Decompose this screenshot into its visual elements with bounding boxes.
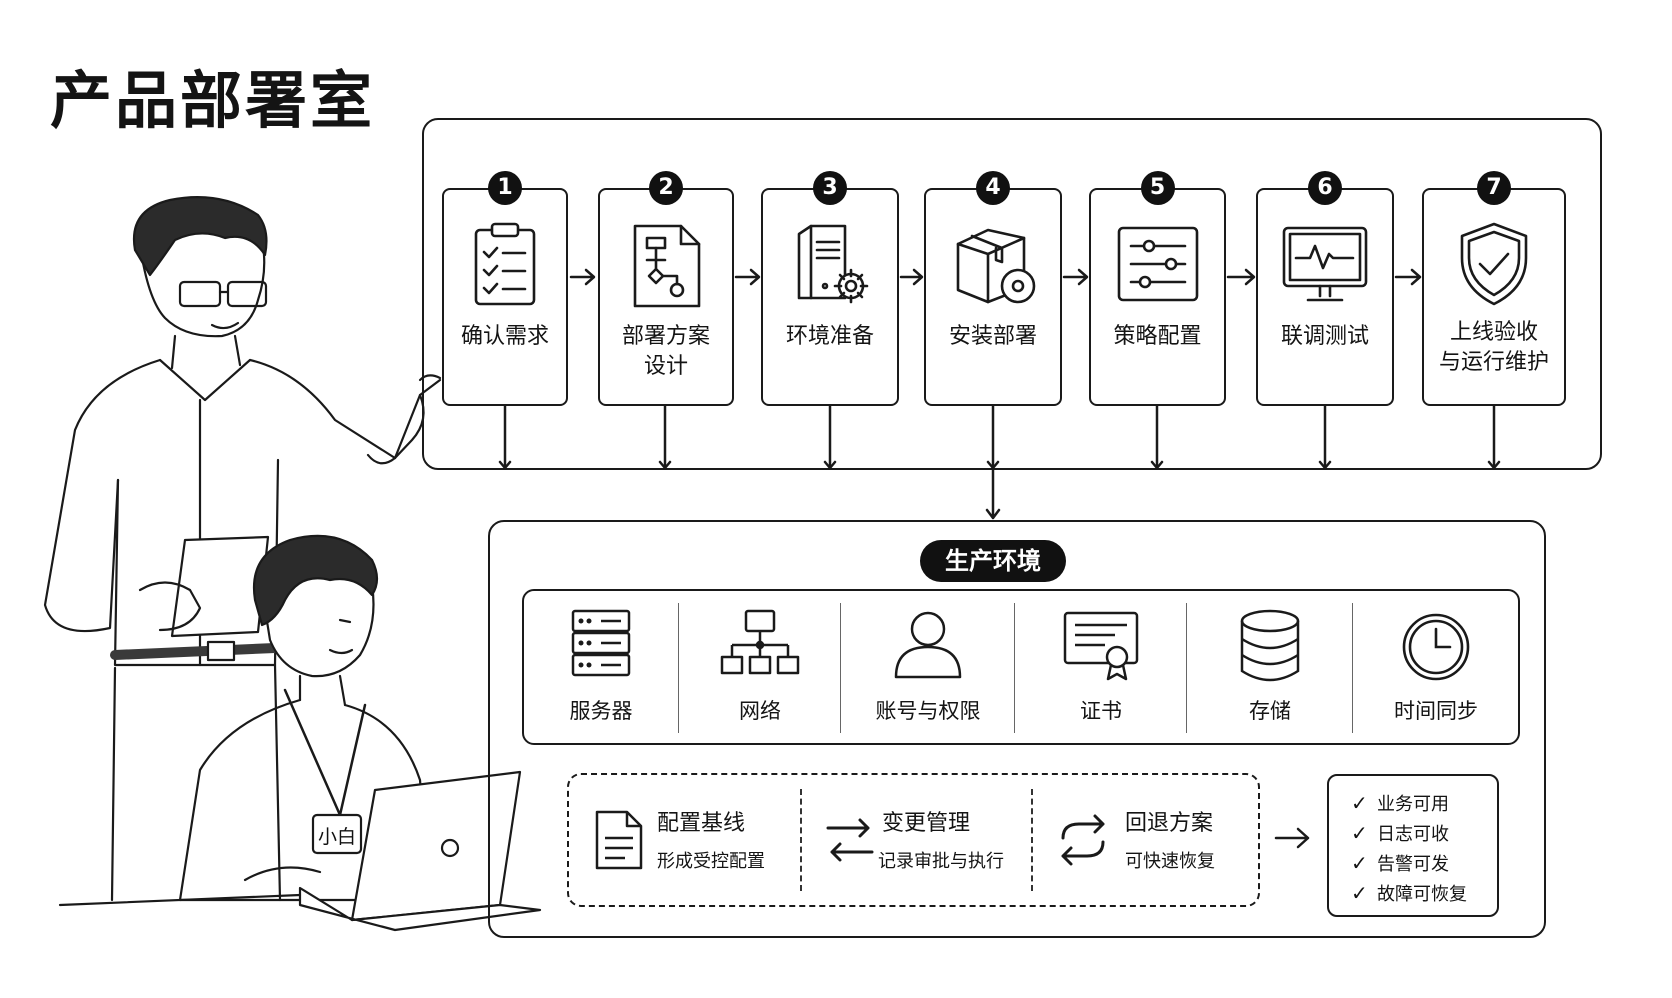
environment-badge: 生产环境 bbox=[920, 540, 1066, 582]
checklist-label: 业务可用 bbox=[1377, 794, 1449, 815]
check-icon: ✓ bbox=[1351, 821, 1368, 845]
document-icon bbox=[595, 810, 643, 870]
step-number: 5 bbox=[1140, 171, 1175, 205]
network-topology-icon bbox=[720, 609, 800, 675]
step-card-7: 7 上线验收 与运行维护 bbox=[1422, 171, 1566, 406]
control-title: 回退方案 bbox=[1125, 811, 1214, 836]
divider bbox=[678, 603, 679, 733]
resource-label: 时间同步 bbox=[1394, 699, 1478, 723]
production-environment-frame bbox=[488, 520, 1546, 938]
checklist-item: ✓ 日志可收 bbox=[1329, 818, 1497, 848]
step-card-2: 2 部署方案 设计 bbox=[598, 171, 734, 406]
sliders-icon bbox=[1117, 226, 1198, 302]
resource-item-server: 服务器 bbox=[524, 591, 678, 743]
checklist-item: ✓ 告警可发 bbox=[1329, 848, 1497, 878]
step-card-1: 1 确认需求 bbox=[442, 171, 568, 406]
checklist-label: 故障可恢复 bbox=[1377, 884, 1467, 905]
step-label: 环境准备 bbox=[785, 324, 874, 349]
flowchart-document-icon bbox=[633, 224, 701, 308]
resource-label: 账号与权限 bbox=[875, 699, 981, 723]
shield-check-icon bbox=[1460, 222, 1528, 306]
control-item-change: 变更管理 记录审批与执行 bbox=[802, 775, 1030, 905]
server-gear-icon bbox=[797, 224, 869, 304]
checklist-label: 日志可收 bbox=[1377, 824, 1449, 845]
step-card-4: 4 安装部署 bbox=[924, 171, 1062, 406]
step-label: 部署方案 设计 bbox=[621, 324, 710, 379]
control-title: 变更管理 bbox=[882, 811, 971, 836]
resource-item-storage: 存储 bbox=[1188, 591, 1352, 743]
clock-icon bbox=[1402, 613, 1470, 681]
control-desc: 形成受控配置 bbox=[657, 851, 765, 872]
divider bbox=[1186, 603, 1187, 733]
step-label: 联调测试 bbox=[1280, 324, 1369, 349]
rollback-cycle-icon bbox=[1061, 814, 1105, 866]
step-label: 策略配置 bbox=[1113, 324, 1202, 349]
step-label: 确认需求 bbox=[460, 324, 549, 349]
step-number: 2 bbox=[649, 171, 683, 205]
resource-label: 网络 bbox=[739, 699, 781, 723]
control-desc: 可快速恢复 bbox=[1125, 851, 1215, 872]
step-card-6: 6 联调测试 bbox=[1256, 171, 1394, 406]
user-icon bbox=[894, 611, 962, 679]
step-card-5: 5 策略配置 bbox=[1089, 171, 1226, 406]
resource-item-network: 网络 bbox=[680, 591, 840, 743]
resource-item-certificate: 证书 bbox=[1016, 591, 1186, 743]
resource-label: 证书 bbox=[1080, 699, 1122, 723]
step-card-3: 3 环境准备 bbox=[761, 171, 899, 406]
control-title: 配置基线 bbox=[657, 811, 746, 836]
resource-label: 存储 bbox=[1249, 699, 1291, 723]
certificate-icon bbox=[1063, 611, 1139, 681]
resource-panel: 服务器 网络 账号与权限 bbox=[522, 589, 1520, 745]
acceptance-checklist: ✓ 业务可用 ✓ 日志可收 ✓ 告警可发 ✓ 故障可恢复 bbox=[1327, 774, 1499, 917]
page-title: 产品部署室 bbox=[50, 64, 376, 137]
divider bbox=[840, 603, 841, 733]
checklist-label: 告警可发 bbox=[1377, 854, 1449, 875]
divider bbox=[800, 789, 802, 891]
step-label: 上线验收 与运行维护 bbox=[1438, 320, 1549, 375]
step-label: 安装部署 bbox=[948, 324, 1037, 349]
database-icon bbox=[1240, 609, 1300, 682]
controls-panel: 配置基线 形成受控配置 变更管理 记录审批与执行 回退方案 可快速恢复 bbox=[567, 773, 1260, 907]
trainee-figure bbox=[178, 534, 432, 902]
step-number: 3 bbox=[813, 171, 847, 205]
control-item-baseline: 配置基线 形成受控配置 bbox=[569, 775, 799, 905]
step-number: 7 bbox=[1477, 171, 1511, 205]
presenter-figure bbox=[43, 196, 442, 902]
server-rack-icon bbox=[571, 609, 631, 677]
divider bbox=[1014, 603, 1015, 733]
divider bbox=[1031, 789, 1033, 891]
check-icon: ✓ bbox=[1351, 791, 1368, 815]
laptop-icon bbox=[58, 770, 542, 932]
package-disc-icon bbox=[956, 228, 1036, 304]
step-number: 6 bbox=[1308, 171, 1342, 205]
control-item-rollback: 回退方案 可快速恢复 bbox=[1033, 775, 1258, 905]
step-number: 4 bbox=[976, 171, 1010, 205]
name-badge: 小白 bbox=[318, 826, 356, 848]
checklist-item: ✓ 业务可用 bbox=[1329, 788, 1497, 818]
clipboard-checklist-icon bbox=[474, 222, 536, 306]
control-desc: 记录审批与执行 bbox=[878, 851, 1004, 872]
divider bbox=[1352, 603, 1353, 733]
swap-arrows-icon bbox=[826, 818, 874, 862]
step-number: 1 bbox=[488, 171, 522, 205]
resource-item-time-sync: 时间同步 bbox=[1354, 591, 1518, 743]
checklist-item: ✓ 故障可恢复 bbox=[1329, 878, 1497, 908]
resource-item-accounts: 账号与权限 bbox=[842, 591, 1014, 743]
monitor-pulse-icon bbox=[1282, 226, 1368, 302]
check-icon: ✓ bbox=[1351, 881, 1368, 905]
resource-label: 服务器 bbox=[569, 699, 633, 723]
check-icon: ✓ bbox=[1351, 851, 1368, 875]
